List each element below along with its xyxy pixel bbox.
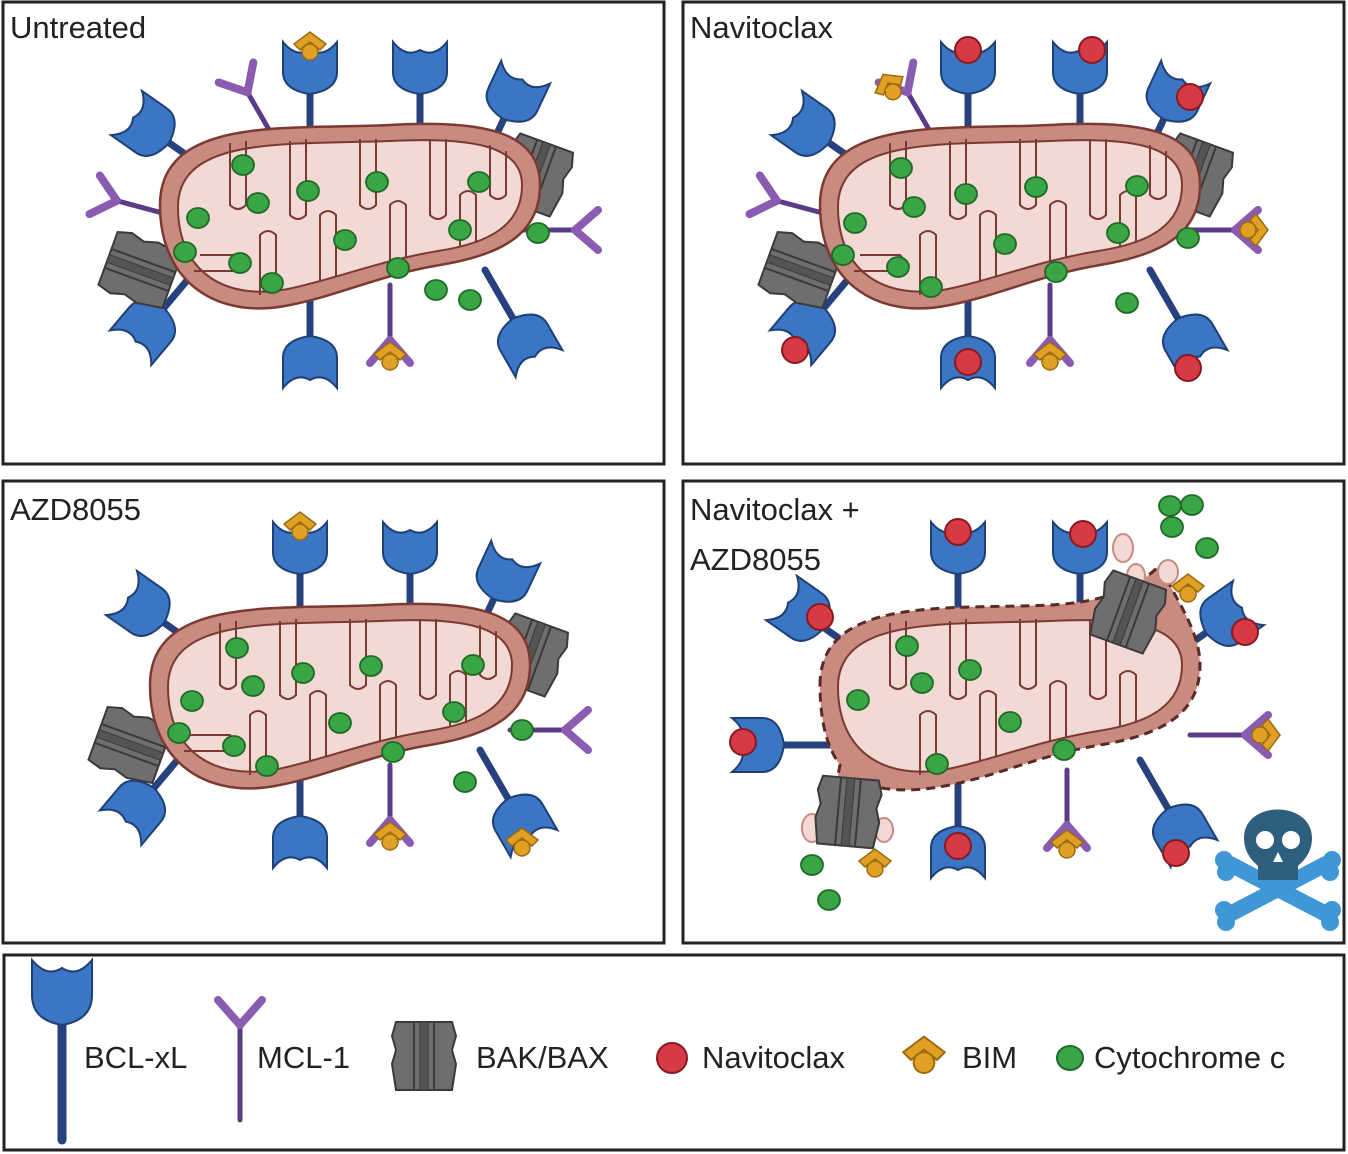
legend-item-cytochrome-c: Cytochrome c [1056, 1040, 1285, 1075]
cytochrome-c-icon [1044, 261, 1068, 283]
cytochrome-c-icon [800, 854, 824, 876]
panel-title-line-2: AZD8055 [690, 542, 821, 577]
navitoclax-icon [1231, 618, 1259, 646]
cytochrome-c-icon [510, 719, 534, 741]
cytochrome-c-icon [958, 659, 982, 681]
cytochrome-c-icon [328, 712, 352, 734]
cytochrome-c-icon [228, 252, 252, 274]
cytochrome-c-icon [1180, 494, 1204, 516]
panel-navitoclax-azd8055: Navitoclax + AZD8055 [681, 479, 1346, 945]
legend-item-navitoclax: Navitoclax [656, 1040, 845, 1075]
legend-item-mcl-1: MCL-1 [214, 996, 350, 1123]
skull-crossbones-icon [1215, 809, 1341, 931]
navitoclax-icon [1069, 520, 1097, 548]
cytochrome-c-icon [467, 171, 491, 193]
cytochrome-c-icon [889, 157, 913, 179]
cytochrome-c-icon [381, 741, 405, 763]
legend-item-bim: BIM [902, 1035, 1017, 1075]
navitoclax-icon [1174, 354, 1202, 382]
panel-title: Navitoclax [690, 10, 833, 45]
cytochrome-c-icon [231, 154, 255, 176]
panel-title-line-1: Navitoclax + [690, 492, 860, 527]
bak-bax-icon [391, 1021, 457, 1091]
navitoclax-icon [954, 36, 982, 64]
panel-title: AZD8055 [10, 492, 141, 527]
bcl-xl-icon [31, 957, 93, 1145]
cytochrome-c-icon [526, 222, 550, 244]
cytochrome-c-icon [167, 722, 191, 744]
cytochrome-c-icon [255, 755, 279, 777]
cytochrome-c-icon [453, 771, 477, 793]
cytochrome-c-icon [241, 675, 265, 697]
navitoclax-icon [781, 336, 809, 364]
cytochrome-c-icon [1024, 176, 1048, 198]
cytochrome-c-icon [186, 207, 210, 229]
cytochrome-c-icon [291, 662, 315, 684]
cytochrome-c-icon [386, 257, 410, 279]
cytochrome-c-icon [817, 889, 841, 911]
cytochrome-c-icon [1158, 495, 1182, 517]
legend: BCL-xL MCL-1 BAK/BAX Navitoclax [2, 953, 1346, 1152]
panel-title: Untreated [10, 10, 146, 45]
cytochrome-c-icon [1106, 222, 1130, 244]
cytochrome-c-icon [954, 183, 978, 205]
navitoclax-icon [729, 728, 757, 756]
cytochrome-c-icon [225, 637, 249, 659]
cytochrome-c-icon [424, 279, 448, 301]
navitoclax-icon [1078, 36, 1106, 64]
legend-label: BAK/BAX [476, 1040, 609, 1075]
cytochrome-c-icon [843, 212, 867, 234]
cytochrome-c-icon [998, 711, 1022, 733]
panel-untreated: Untreated [1, 0, 666, 466]
cytochrome-c-icon [1115, 292, 1139, 314]
cytochrome-c-icon [260, 272, 284, 294]
cytochrome-c-icon [1160, 516, 1184, 538]
cytochrome-c-icon [461, 654, 485, 676]
legend-label: Navitoclax [702, 1040, 845, 1075]
cytochrome-c-icon [296, 180, 320, 202]
bak-bax-icon [812, 774, 884, 850]
legend-item-bcl-xl: BCL-xL [31, 957, 187, 1145]
cytochrome-c-icon [1195, 537, 1219, 559]
navitoclax-icon [656, 1042, 688, 1074]
cytochrome-c-icon [1056, 1045, 1084, 1071]
cytochrome-c-icon [173, 241, 197, 263]
navitoclax-icon [1162, 839, 1190, 867]
cytochrome-c-icon [180, 690, 204, 712]
legend-label: MCL-1 [257, 1040, 350, 1075]
cytochrome-c-icon [1125, 175, 1149, 197]
navitoclax-icon [1176, 83, 1204, 111]
navitoclax-icon [944, 518, 972, 546]
cytochrome-c-icon [902, 196, 926, 218]
legend-label: BCL-xL [84, 1040, 187, 1075]
legend-label: Cytochrome c [1094, 1040, 1285, 1075]
cytochrome-c-icon [831, 244, 855, 266]
cytochrome-c-icon [458, 289, 482, 311]
panel-navitoclax: Navitoclax [681, 0, 1346, 466]
cytochrome-c-icon [886, 256, 910, 278]
navitoclax-icon [944, 832, 972, 860]
panel-azd8055: AZD8055 [1, 479, 666, 945]
cytochrome-c-icon [895, 635, 919, 657]
cytochrome-c-icon [333, 229, 357, 251]
cytochrome-c-icon [246, 192, 270, 214]
navitoclax-icon [806, 603, 834, 631]
cytochrome-c-icon [442, 701, 466, 723]
cytochrome-c-icon [359, 655, 383, 677]
cytochrome-c-icon [925, 753, 949, 775]
cytochrome-c-icon [1052, 739, 1076, 761]
legend-item-bak-bax: BAK/BAX [391, 1021, 609, 1091]
cytochrome-c-icon [993, 233, 1017, 255]
navitoclax-icon [954, 348, 982, 376]
cytochrome-c-icon [846, 689, 870, 711]
cytochrome-c-icon [1176, 227, 1200, 249]
legend-label: BIM [962, 1040, 1017, 1075]
cytochrome-c-icon [365, 171, 389, 193]
cytochrome-c-icon [919, 276, 943, 298]
cytochrome-c-icon [448, 219, 472, 241]
cytochrome-c-icon [910, 672, 934, 694]
cytochrome-c-icon [222, 735, 246, 757]
mcl-1-icon [214, 996, 266, 1123]
